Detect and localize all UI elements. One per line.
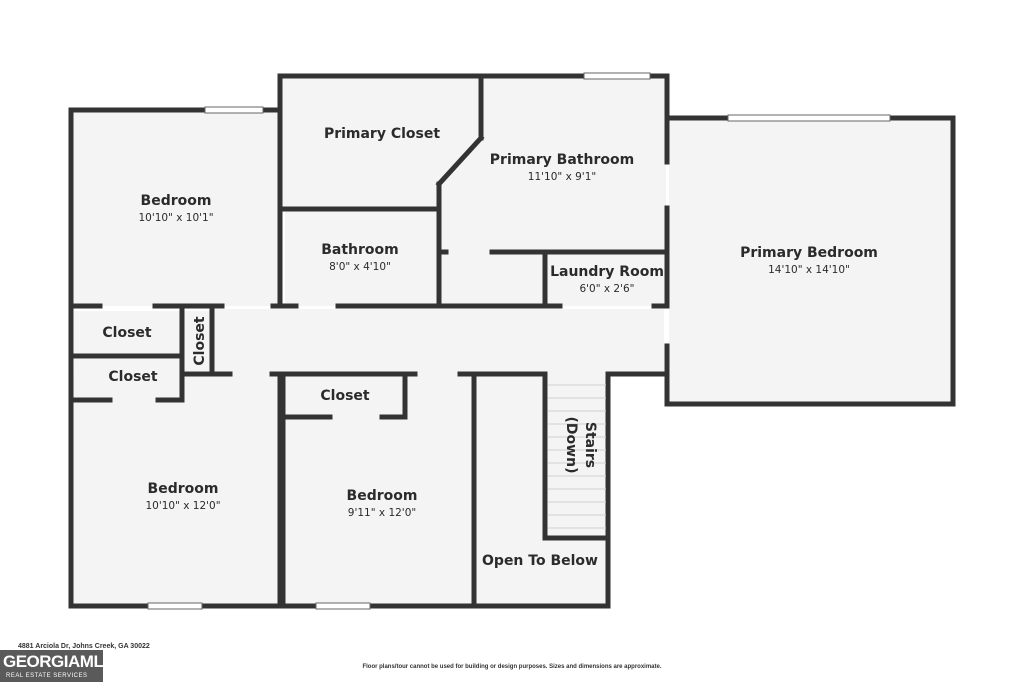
logo-subtext: REAL ESTATE SERVICES: [6, 673, 88, 679]
label-bathroom: Bathroom: [321, 242, 399, 258]
label-primary-closet: Primary Closet: [324, 126, 440, 142]
dims-bedroom-s: 9'11" x 12'0": [348, 507, 416, 519]
window-bedroom-s: [315, 602, 371, 610]
window-primary-bath: [583, 72, 651, 80]
window-primary-bedroom: [727, 114, 891, 122]
floor-primary-bathroom: [439, 76, 666, 306]
label-primary-bedroom: Primary Bedroom: [740, 245, 878, 261]
stairs-treads: [548, 384, 606, 529]
room-floors: [71, 76, 953, 606]
label-bedroom-s: Bedroom: [347, 488, 418, 504]
floor-bathroom: [285, 211, 437, 306]
floor-laundry: [545, 254, 665, 306]
floor-bedroom-nw: [71, 110, 278, 306]
dims-bedroom-sw: 10'10" x 12'0": [145, 500, 220, 512]
floor-bedroom-sw: [71, 374, 278, 606]
label-bedroom-sw: Bedroom: [148, 481, 219, 497]
window-bedroom-sw: [147, 602, 203, 610]
property-address: 4881 Arciola Dr, Johns Creek, GA 30022: [18, 643, 150, 650]
dims-laundry: 6'0" x 2'6": [579, 283, 634, 295]
disclaimer: Floor plans/tour cannot be used for buil…: [362, 664, 662, 670]
floor-primary-bedroom: [669, 118, 953, 404]
floor-open-to-below: [476, 374, 608, 606]
label-stairs-down: (Down): [563, 417, 579, 474]
floor-bedroom-s: [285, 374, 473, 606]
dims-primary-bathroom: 11'10" x 9'1": [528, 171, 596, 183]
label-closet-bedroom: Closet: [320, 388, 370, 404]
floor-closet-small: [184, 311, 212, 371]
label-closet-small: Closet: [192, 316, 208, 366]
label-laundry: Laundry Room: [550, 264, 664, 280]
label-closet-left-lower: Closet: [108, 369, 158, 385]
dims-bedroom-nw: 10'10" x 10'1": [138, 212, 213, 224]
label-closet-left-upper: Closet: [102, 325, 152, 341]
dims-primary-bedroom: 14'10" x 14'10": [768, 264, 850, 276]
label-bedroom-nw: Bedroom: [141, 193, 212, 209]
mls-logo: GEORGIAMLS REAL ESTATE SERVICES: [0, 650, 115, 682]
floor-hallway: [212, 309, 664, 374]
room-labels: Bedroom 10'10" x 10'1" Primary Closet Pr…: [102, 126, 878, 569]
label-primary-bathroom: Primary Bathroom: [490, 152, 634, 168]
window-bedroom-nw: [204, 106, 264, 114]
windows: [147, 72, 891, 610]
floor-closet-left-upper: [74, 311, 180, 354]
label-stairs: Stairs: [582, 422, 598, 468]
logo-text: GEORGIAMLS: [3, 652, 115, 671]
label-open-to-below: Open To Below: [482, 553, 598, 569]
dims-bathroom: 8'0" x 4'10": [329, 261, 391, 273]
